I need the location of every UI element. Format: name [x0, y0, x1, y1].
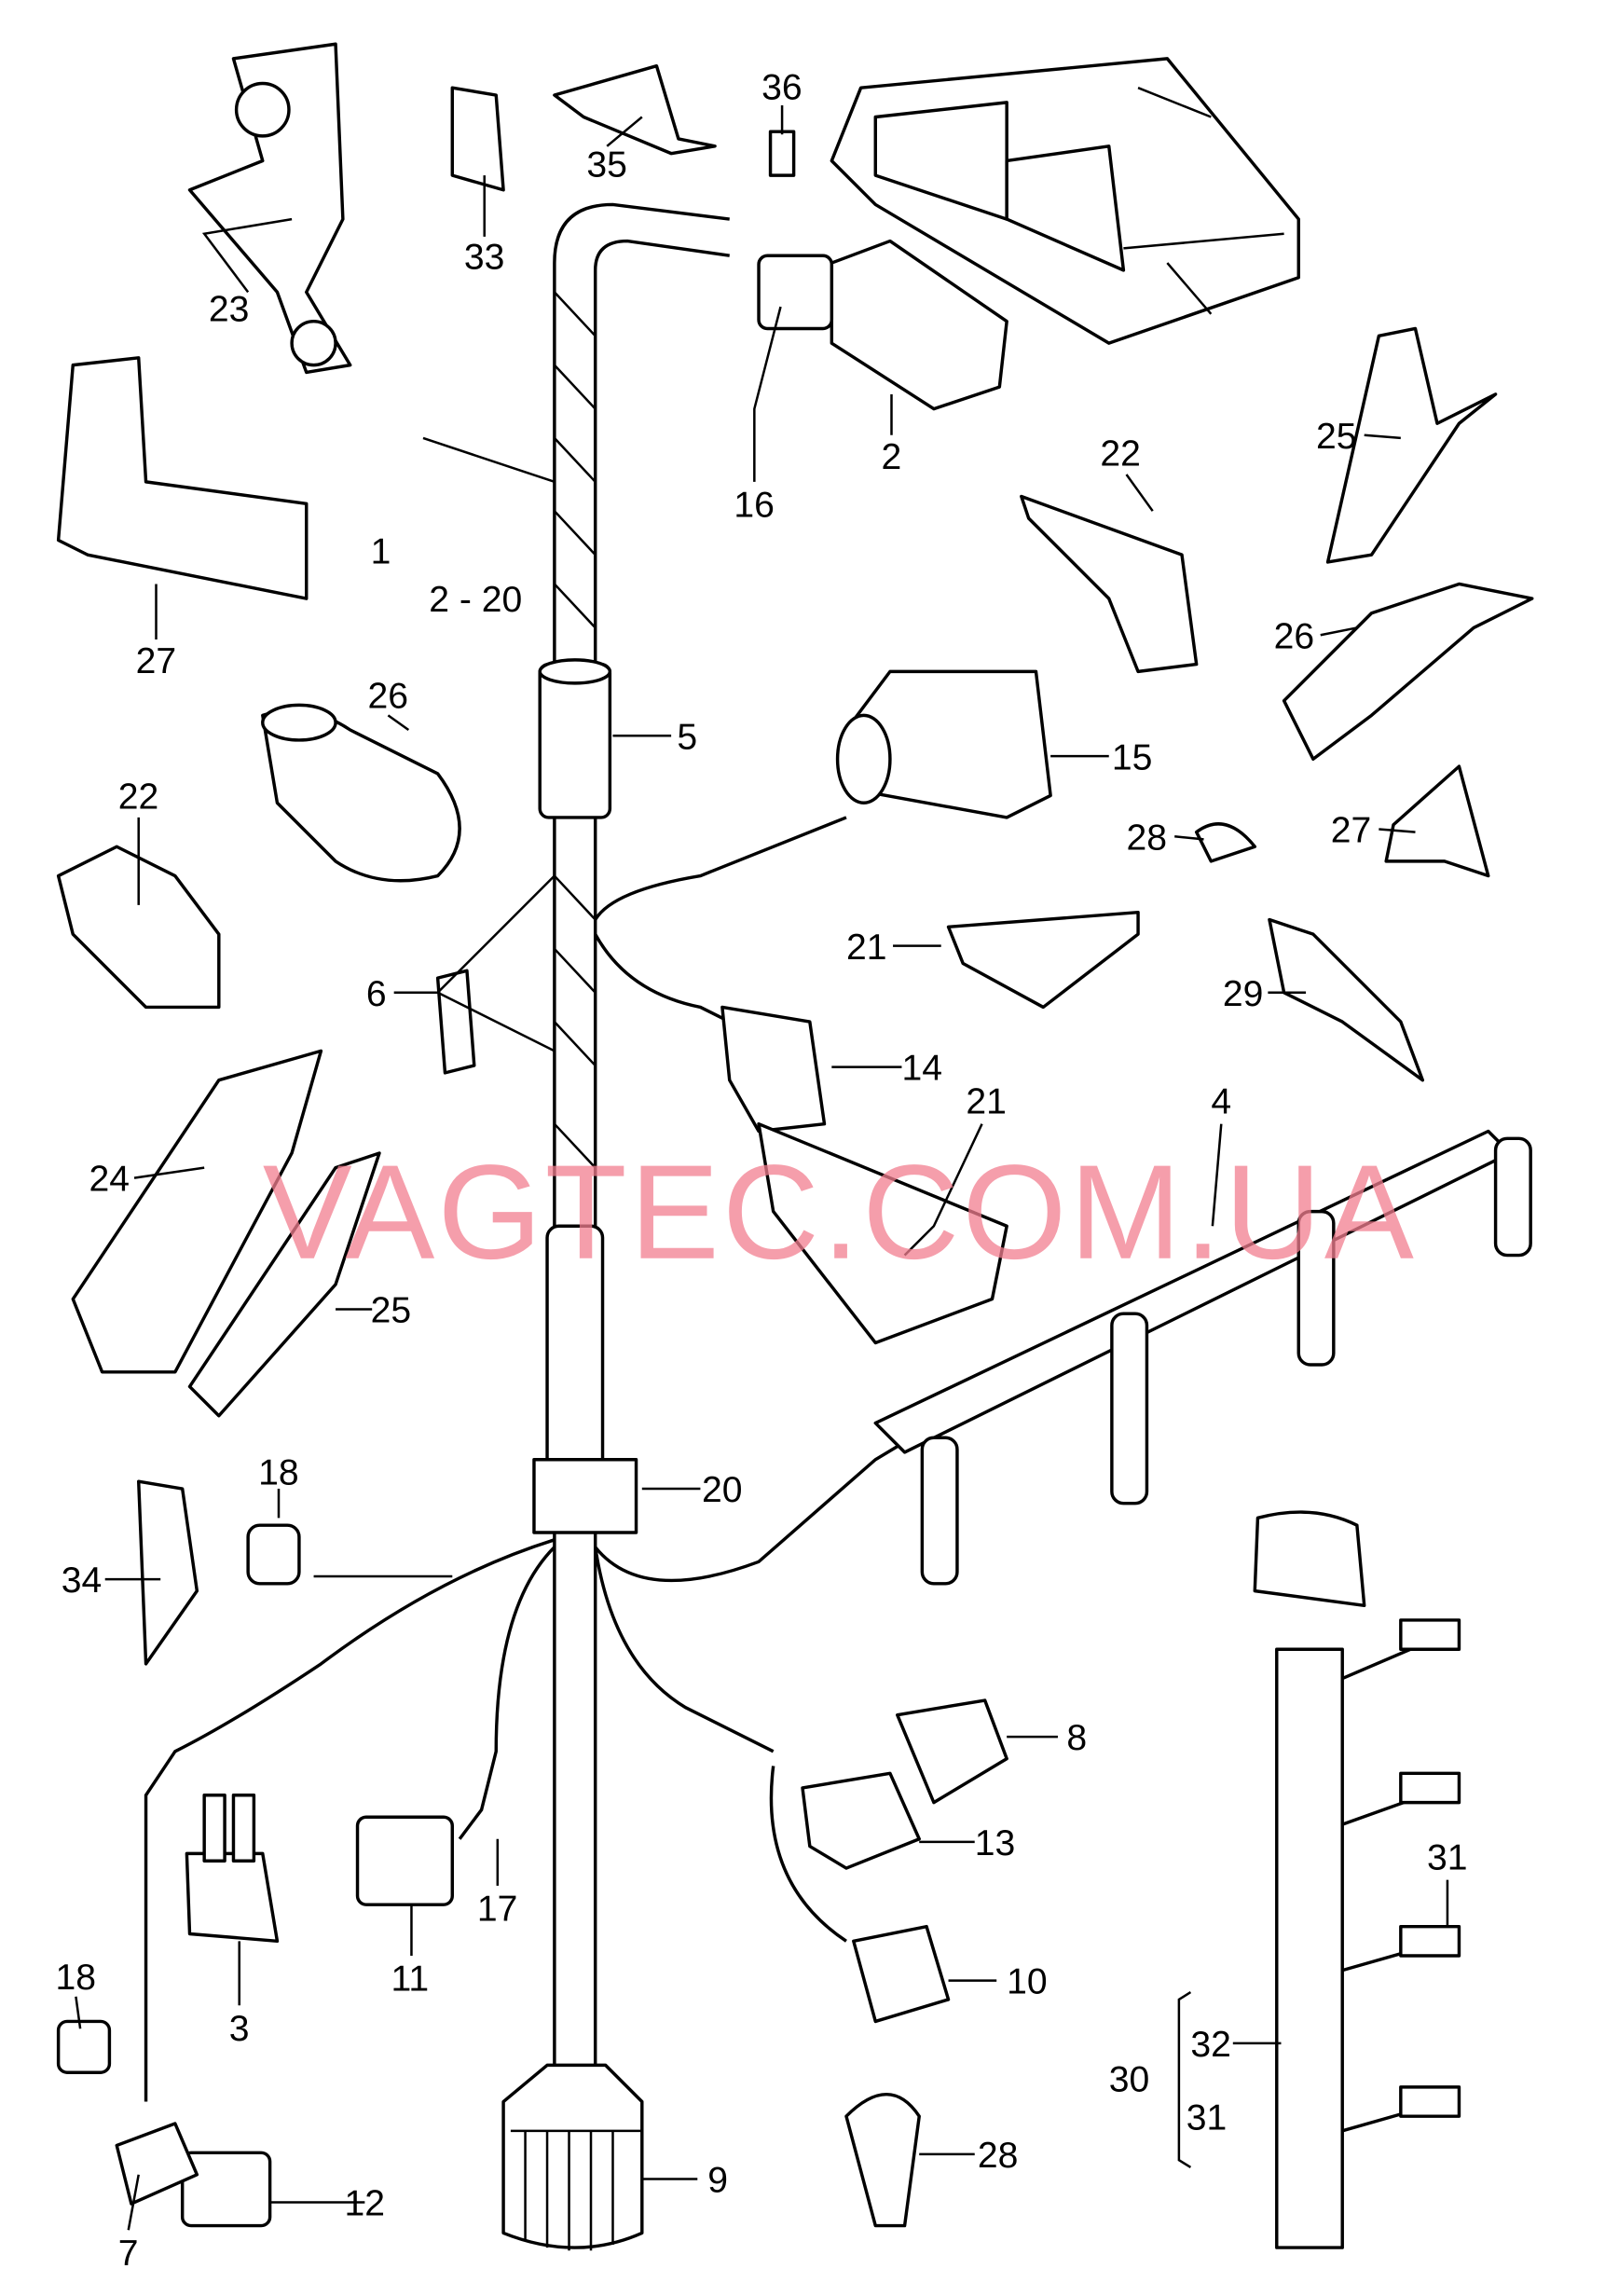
- callout-label: 26: [1274, 616, 1315, 656]
- callout-label: 16: [734, 485, 775, 525]
- callout-label: 20: [702, 1470, 743, 1510]
- callout-label: 33: [464, 237, 505, 277]
- callout-label: 2: [882, 437, 902, 477]
- connector-parts: [56, 239, 1052, 2228]
- callout-label: 15: [1112, 737, 1153, 777]
- bracket-parts: [56, 42, 1534, 2228]
- callout-label: 7: [118, 2234, 139, 2274]
- callout-label: 22: [1100, 434, 1141, 474]
- callout-label: 27: [136, 641, 177, 681]
- main-wiring-harness: [144, 202, 1489, 2251]
- callout-label: 11: [391, 1959, 430, 2000]
- callout-label: 35: [586, 145, 627, 186]
- callout-label: 13: [975, 1823, 1016, 1863]
- callout-label: 31: [1187, 2097, 1228, 2138]
- callout-label: 22: [118, 777, 159, 818]
- callout-label: 18: [55, 1958, 96, 1998]
- callout-label: 24: [89, 1160, 130, 1200]
- callout-label: 21: [846, 928, 887, 968]
- callout-label: 27: [1331, 811, 1372, 851]
- callout-label: 23: [209, 290, 250, 330]
- callout-label: 17: [477, 1889, 518, 1929]
- callout-label: 4: [1211, 1082, 1231, 1122]
- callout-label: 14: [901, 1049, 942, 1089]
- callout-label: 31: [1427, 1838, 1468, 1878]
- callout-label: 9: [707, 2161, 728, 2201]
- callout-label: 10: [1007, 1962, 1048, 2002]
- callout-label: 28: [978, 2136, 1019, 2176]
- callout-label: 8: [1066, 1718, 1087, 1758]
- callout-label: 26: [367, 677, 408, 717]
- callout-label: 18: [258, 1452, 299, 1492]
- callout-label: 25: [371, 1291, 412, 1331]
- callout-label: 34: [62, 1560, 103, 1601]
- leader-lines: [75, 104, 1449, 2231]
- engine-control-unit-part: [830, 57, 1300, 345]
- harness-part-30: [1253, 1510, 1461, 2249]
- callout-label: 28: [1127, 818, 1168, 858]
- callout-label: 32: [1190, 2025, 1231, 2065]
- callout-label: 30: [1109, 2060, 1150, 2100]
- callout-label: 25: [1316, 417, 1357, 457]
- callout-label: 12: [344, 2184, 385, 2224]
- callout-label: 1: [371, 532, 391, 572]
- callout-label: 2 - 20: [429, 580, 522, 620]
- callout-labels: 36 35 33 23 2 16 1 2 - 20 22 25 26 27 26…: [55, 68, 1467, 2274]
- callout-label: 36: [761, 68, 802, 108]
- callout-label: 5: [677, 717, 697, 757]
- callout-label: 3: [229, 2009, 250, 2049]
- callout-label: 29: [1223, 974, 1264, 1014]
- watermark: VAGTEC.COM.UA: [263, 1137, 1417, 1287]
- callout-label: 6: [366, 974, 387, 1014]
- callout-label: 21: [966, 1082, 1007, 1122]
- ignition-harness-part-4: [873, 1129, 1532, 1586]
